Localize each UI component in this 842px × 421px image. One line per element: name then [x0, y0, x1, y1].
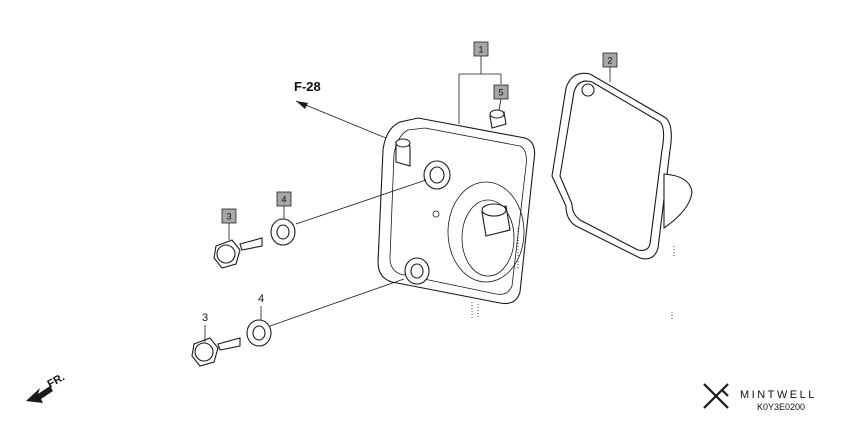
inner-dome-ring	[461, 199, 515, 277]
reference-leader-line	[295, 100, 399, 144]
brand-watermark: MINTWELL K0Y3E0200	[703, 383, 817, 412]
inner-post-top	[481, 203, 507, 217]
front-label: FR.	[46, 371, 67, 390]
callout-3-upper: 3	[221, 208, 237, 240]
upper-bolt-set	[213, 179, 427, 269]
front-arrow-icon	[26, 386, 53, 403]
brand-name: MINTWELL	[740, 389, 817, 401]
callout-5-leader	[498, 98, 502, 111]
callout-2-number: 2	[607, 56, 612, 66]
callout-2: 2	[602, 52, 618, 82]
callout-4-lower: 4	[258, 293, 264, 320]
lower-bolt-shank	[217, 337, 241, 351]
upper-washer-hole	[276, 224, 290, 240]
upper-bolt-shank	[239, 237, 263, 251]
lower-bolt-flange	[194, 342, 214, 362]
gasket-tab	[663, 173, 693, 230]
gasket-hole	[581, 83, 595, 97]
callout-1-number: 1	[478, 45, 483, 55]
plug-top	[489, 109, 505, 119]
diagram-code: K0Y3E0200	[757, 402, 805, 412]
callout-1: 1	[458, 41, 502, 124]
upper-bolt-flange	[216, 244, 236, 264]
mintwell-logo-icon	[703, 383, 729, 409]
upper-bolt-hole	[429, 166, 445, 184]
callout-3-lower-number: 3	[202, 312, 208, 324]
inner-dome	[447, 181, 525, 283]
plug	[489, 109, 507, 129]
callout-3-lower: 3	[202, 312, 208, 342]
reference-group: F-28	[294, 79, 399, 144]
small-hole	[432, 210, 440, 218]
head-cover-gasket	[551, 72, 693, 320]
callout-4-lower-number: 4	[258, 293, 264, 305]
lower-bolt-set	[191, 278, 405, 367]
lower-washer-hole	[252, 325, 266, 341]
reference-arrow-icon	[296, 101, 308, 109]
breather-tube-end	[395, 138, 411, 148]
cylinder-head-cover	[377, 117, 536, 318]
gasket-inner	[559, 80, 665, 251]
callout-5-number: 5	[498, 88, 503, 98]
callout-5: 5	[493, 84, 509, 111]
upper-assembly-line	[295, 179, 427, 225]
cover-outline	[377, 117, 536, 305]
lower-assembly-line	[269, 278, 405, 327]
callout-4-upper: 4	[276, 191, 292, 219]
lower-bolt-hole	[410, 263, 424, 279]
reference-label: F-28	[294, 79, 321, 94]
front-direction-indicator: FR.	[26, 371, 67, 403]
callout-3-upper-number: 3	[226, 212, 231, 222]
callout-4-upper-number: 4	[281, 195, 286, 205]
